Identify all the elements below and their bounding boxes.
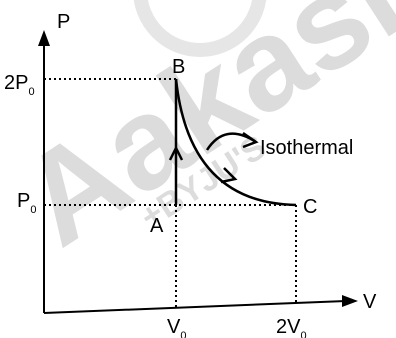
x-axis — [43, 300, 347, 314]
isothermal-label: Isothermal — [260, 137, 353, 159]
watermark-ring — [133, 0, 267, 57]
isothermal-curve — [174, 78, 297, 207]
tick-p0: P0 — [17, 190, 36, 216]
point-a-label: A — [150, 215, 164, 237]
tick-v0: V0 — [167, 316, 186, 338]
point-b-label: B — [172, 56, 185, 78]
y-axis-arrowhead — [38, 30, 50, 46]
process-ab-arrow — [168, 145, 184, 161]
guide-lines — [44, 78, 297, 309]
x-axis-label: V — [363, 291, 377, 313]
y-axis-label: P — [57, 11, 70, 33]
tick-2v0: 2V0 — [276, 316, 307, 338]
isothermal-direction-arrow — [220, 167, 238, 184]
x-axis-arrowhead — [342, 295, 358, 307]
tick-2p0: 2P0 — [4, 72, 35, 98]
axes — [43, 42, 347, 314]
point-c-label: C — [303, 196, 317, 218]
annotation-arrowhead — [242, 131, 259, 149]
